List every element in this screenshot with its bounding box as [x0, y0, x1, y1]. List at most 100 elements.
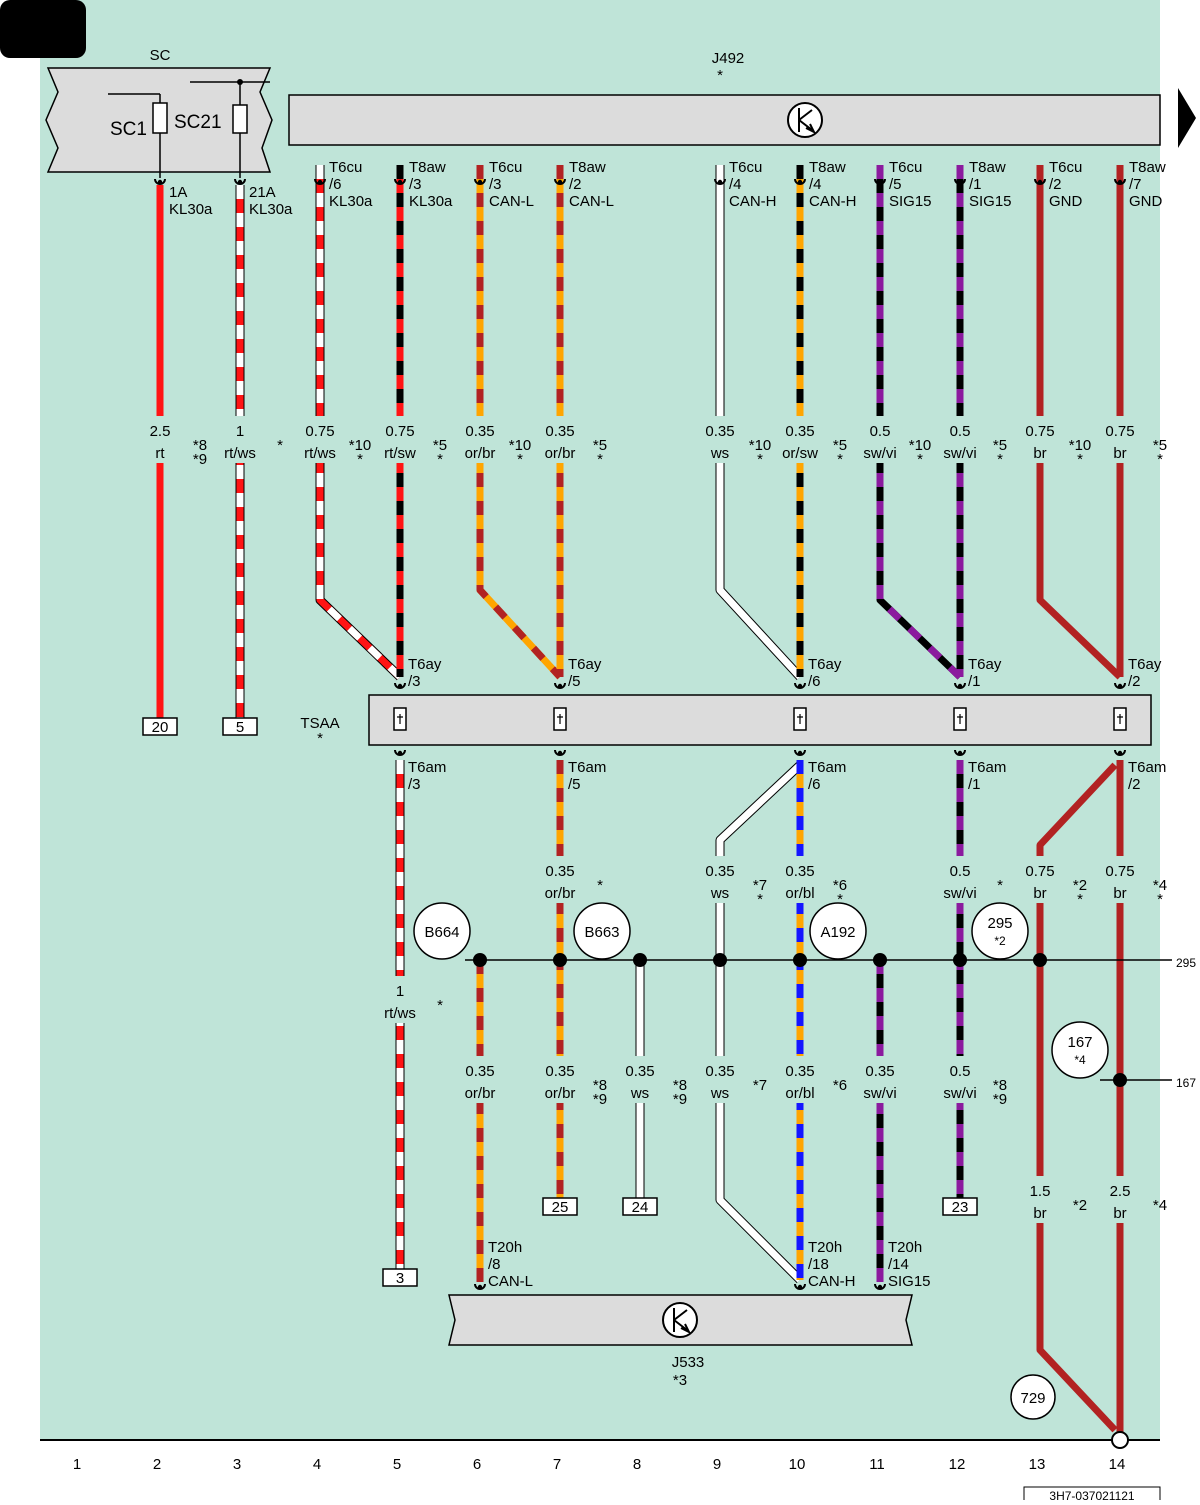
wire-label-gap: [226, 416, 254, 463]
wire-4-rt-ws[interactable]: [315, 165, 404, 681]
bus-label-circle[interactable]: [413, 902, 471, 960]
fuse-sc21-icon: [232, 104, 248, 134]
wire-label-top-color: or/br: [545, 445, 576, 462]
wire-label-top-size: 0.75: [1105, 423, 1134, 440]
j533-sub: /18: [808, 1256, 829, 1273]
ground-point-icon[interactable]: [1111, 1431, 1129, 1449]
wire-label-top-note: *: [917, 451, 923, 468]
wire-9-ws[interactable]: [715, 165, 804, 681]
tsaa-in-sub: /5: [568, 673, 581, 690]
splice-junction[interactable]: [873, 953, 887, 967]
wire-label-gap: [466, 1056, 494, 1103]
sc-name: SC: [150, 47, 171, 64]
wire-label-top-size: 0.35: [465, 423, 494, 440]
wire-label-low-note: *8: [593, 1077, 607, 1094]
wire-label-gap: [386, 416, 414, 463]
splice-junction[interactable]: [1113, 1073, 1127, 1087]
j492-name: J492: [712, 50, 745, 67]
wire-label-top-note: *5: [433, 437, 447, 454]
splice-junction[interactable]: [953, 953, 967, 967]
connection-box[interactable]: [222, 717, 258, 736]
bus-label-circle[interactable]: [1010, 1374, 1056, 1420]
wire-label-top-note: *: [757, 451, 763, 468]
wire-label-gap: [1026, 416, 1054, 463]
wire-label-top-color: rt/ws: [224, 445, 256, 462]
wire-label-gap: [1026, 856, 1054, 903]
wire-base: [1036, 165, 1123, 680]
connector-pin-dot: [717, 179, 723, 185]
wire-label-top-note: *8: [193, 437, 207, 454]
wire-label-top-note: *: [837, 451, 843, 468]
bus-label-circle[interactable]: [573, 902, 631, 960]
control-unit-icon: [662, 1302, 698, 1338]
j492-module[interactable]: [288, 94, 1161, 146]
wire-label-top-size: 0.35: [785, 423, 814, 440]
bus-label-circle[interactable]: [971, 902, 1029, 960]
tsaa-module[interactable]: [368, 694, 1152, 746]
splice-junction[interactable]: [633, 953, 647, 967]
wire-label-top-note: *5: [1153, 437, 1167, 454]
splice-junction[interactable]: [1033, 953, 1047, 967]
connection-box[interactable]: [622, 1197, 658, 1216]
terminal-sub: /2: [1049, 176, 1062, 193]
wire-11-sw-vi[interactable]: [876, 165, 963, 680]
wire-label-low-size: 0.35: [705, 1063, 734, 1080]
splice-junction[interactable]: [553, 953, 567, 967]
column-number: 4: [313, 1456, 321, 1473]
wire-label-gap: [546, 416, 574, 463]
tsaa-out-sub: /1: [968, 776, 981, 793]
fuse-sc1-icon: [152, 102, 168, 134]
tsaa-in-pin: T6ay: [968, 656, 1002, 673]
splice-junction[interactable]: [793, 953, 807, 967]
wire-label-low-color: ws: [630, 1085, 649, 1102]
terminal-signal: CAN-H: [809, 193, 857, 210]
column-number: 2: [153, 1456, 161, 1473]
j533-module[interactable]: [448, 1294, 913, 1346]
wire-label-low-color: ws: [710, 1085, 729, 1102]
bus-label-circle[interactable]: [1051, 1021, 1109, 1079]
connection-box[interactable]: [942, 1197, 978, 1216]
wire-label-mid-size: 0.5: [950, 863, 971, 880]
wire-label-gap: [706, 1056, 734, 1103]
wire-label-gap: [1026, 1176, 1054, 1223]
wire-label-low-size: 0.35: [545, 1063, 574, 1080]
wire-9-low-ws[interactable]: [715, 761, 804, 1284]
continue-arrow-icon[interactable]: [1178, 88, 1196, 148]
wire-label-top-color: rt: [155, 445, 165, 462]
sc21-label: SC21: [174, 112, 222, 133]
splice-junction[interactable]: [713, 953, 727, 967]
bus-ref-167: 167: [1176, 1076, 1196, 1090]
j533-sub: /14: [888, 1256, 909, 1273]
connection-box[interactable]: [542, 1197, 578, 1216]
wire-label-top-color: or/sw: [782, 445, 818, 462]
wire-label-gap: [466, 416, 494, 463]
connection-code: 24: [632, 1199, 649, 1216]
wire-6-or-br[interactable]: [476, 165, 563, 680]
wire-13-low-br[interactable]: [1036, 762, 1118, 1433]
j533-sub: /8: [488, 1256, 501, 1273]
wire-label-low-note: *7: [753, 1077, 767, 1094]
wire-label-gap: [1106, 1176, 1134, 1223]
connection-code: 5: [236, 719, 244, 736]
bus-label-note: *4: [1074, 1053, 1086, 1067]
tsaa-connector-mark: [797, 714, 803, 724]
terminal-signal: KL30a: [409, 193, 453, 210]
connector-pin-dot: [1117, 750, 1123, 756]
terminal-sub: /3: [489, 176, 502, 193]
wire-13-br[interactable]: [1036, 165, 1123, 680]
bus-label-circle[interactable]: [809, 902, 867, 960]
splice-junction[interactable]: [473, 953, 487, 967]
wire-label-mid-note: *: [597, 877, 603, 894]
connection-box[interactable]: [382, 1268, 418, 1287]
connection-box[interactable]: [142, 717, 178, 736]
terminal-pin: T8aw: [809, 159, 846, 176]
wire-label-mid-note: *6: [833, 877, 847, 894]
wire-label-gap: [866, 416, 894, 463]
wire-label-low-note: *9: [993, 1091, 1007, 1108]
wire-stripe: [876, 165, 963, 680]
connector-pin-dot: [797, 750, 803, 756]
terminal-signal: KL30a: [249, 201, 293, 218]
sc-fuse-box[interactable]: [45, 67, 273, 178]
column-number: 8: [633, 1456, 641, 1473]
